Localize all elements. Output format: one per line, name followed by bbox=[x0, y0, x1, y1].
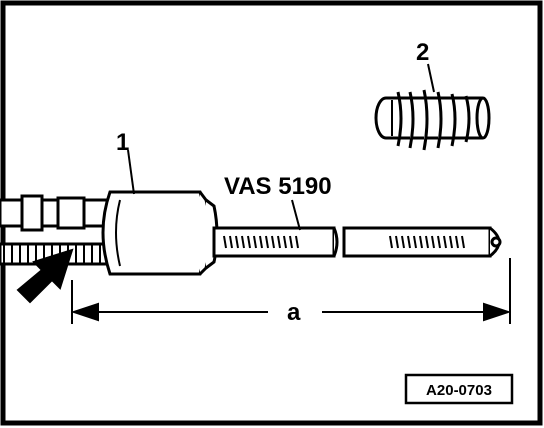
callout-1: 1 bbox=[116, 129, 129, 156]
insertion-arrow bbox=[16, 248, 74, 304]
figure-id: A20-0703 bbox=[426, 382, 492, 399]
leader-line-2 bbox=[427, 63, 435, 93]
callout-2: 2 bbox=[416, 39, 429, 66]
figure-id-box bbox=[404, 373, 514, 405]
leader-line-1 bbox=[127, 149, 135, 195]
spindle-assembly bbox=[0, 194, 112, 266]
dimension-label: a bbox=[287, 299, 301, 326]
part-1-cylinder bbox=[101, 190, 219, 276]
tool-leader-line bbox=[291, 199, 301, 231]
tool-rod bbox=[212, 226, 502, 258]
part-2-sleeve bbox=[374, 89, 491, 151]
tool-label: VAS 5190 bbox=[224, 173, 332, 200]
dimension-a bbox=[70, 258, 512, 324]
